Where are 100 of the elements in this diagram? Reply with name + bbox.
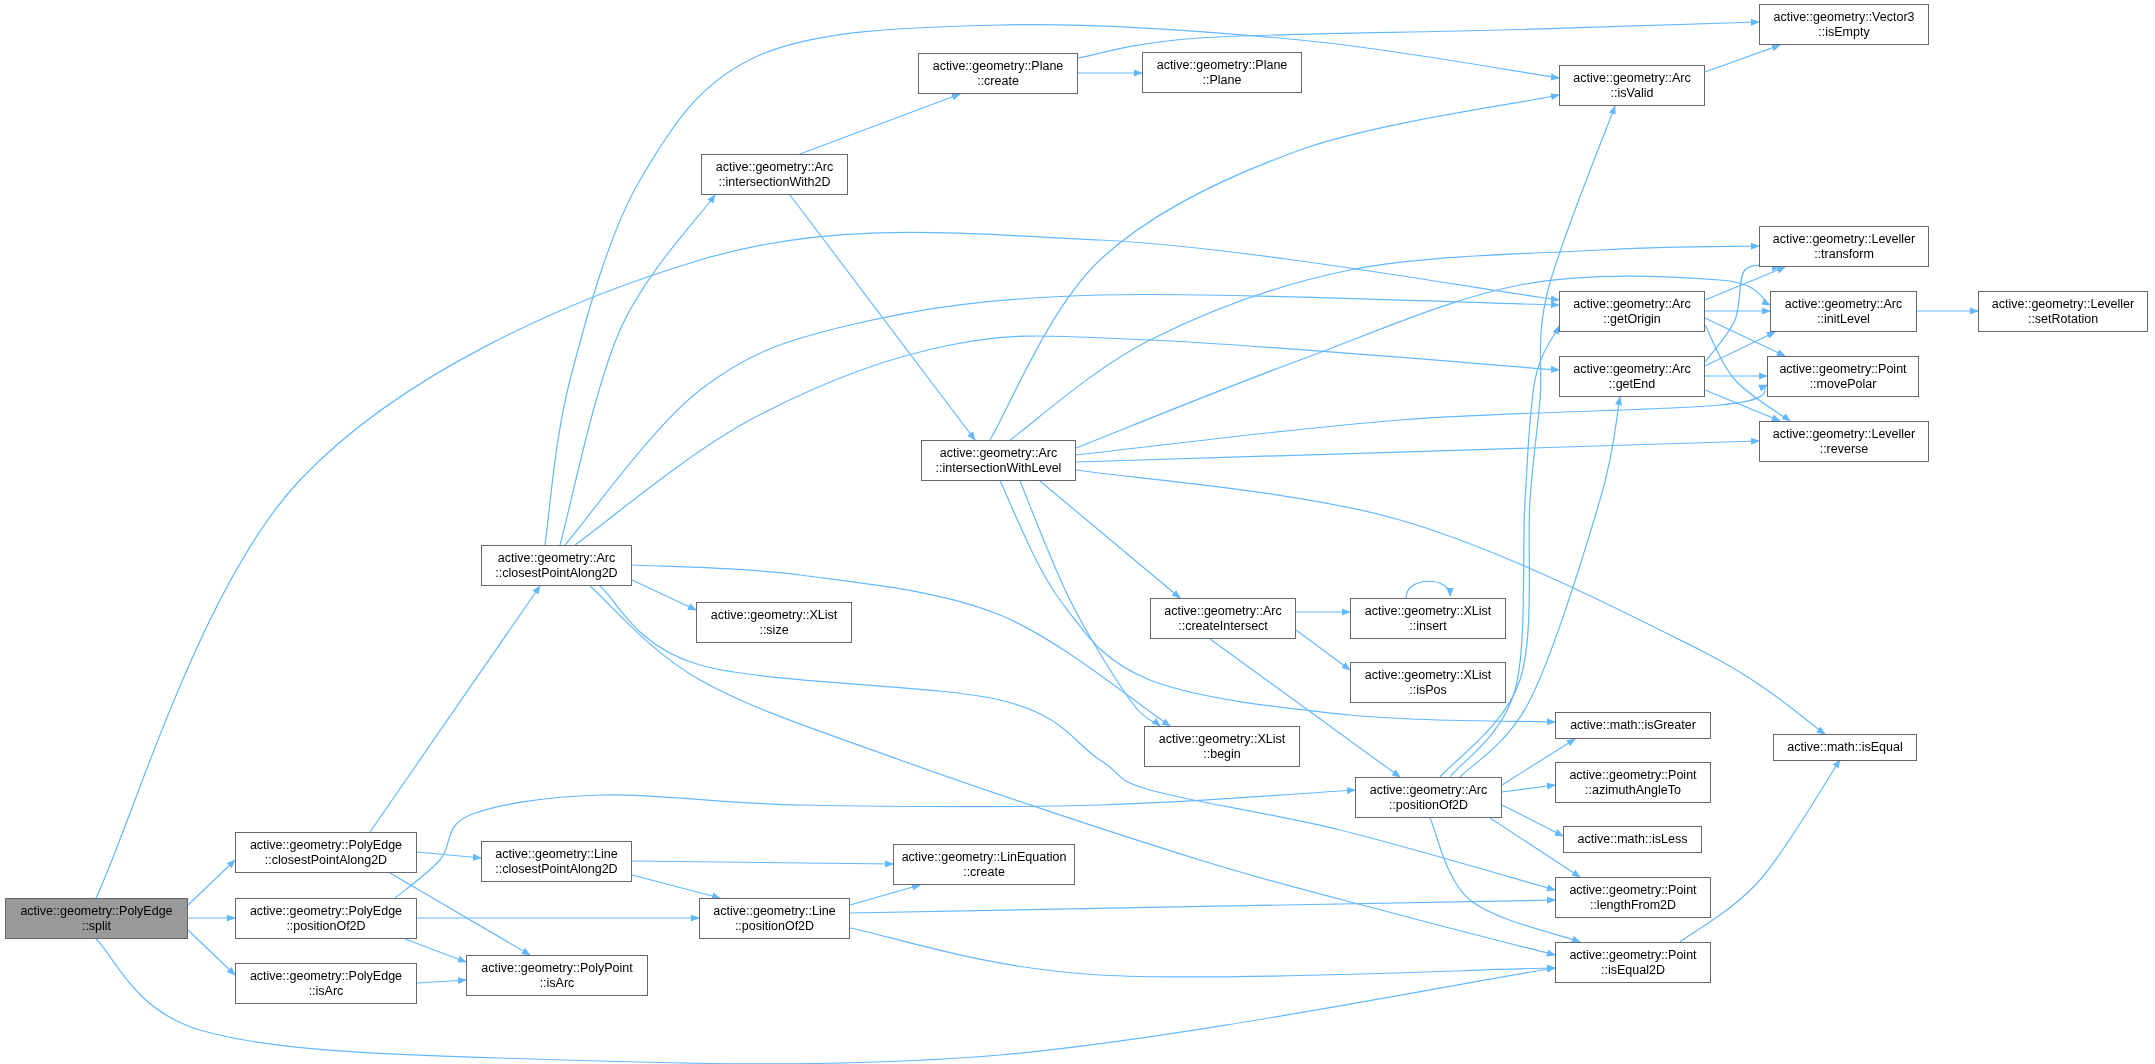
function-box — [1150, 598, 1296, 639]
arrow — [1704, 324, 1791, 422]
function-box — [1555, 762, 1711, 803]
function-box — [1759, 226, 1929, 267]
function-name: active::geometry::Point ::movePolar — [1778, 361, 1908, 392]
arrow — [631, 579, 697, 611]
arrow — [1916, 307, 1979, 315]
arrow — [1009, 242, 1760, 441]
arrow — [1449, 325, 1560, 778]
arrow — [631, 874, 721, 900]
function-name: active::geometry::Arc ::isValid — [1572, 70, 1692, 101]
function-box — [1355, 777, 1502, 818]
function-name: active::geometry::PolyEdge ::positionOf2D — [248, 903, 404, 934]
function-name: active::geometry::PolyEdge ::split — [19, 903, 174, 934]
arrow — [574, 335, 1560, 546]
arrow — [799, 93, 961, 155]
function-name: active::geometry::XList ::isPos — [1363, 667, 1493, 698]
arrow — [369, 585, 541, 833]
function-name: active::geometry::Arc ::initLevel — [1783, 296, 1904, 327]
function-box — [1559, 356, 1705, 397]
function-box — [921, 440, 1076, 481]
function-box — [918, 53, 1078, 94]
function-name: active::geometry::XList ::begin — [1157, 731, 1287, 762]
arrow — [187, 914, 236, 922]
arrow — [564, 293, 1560, 546]
arrow — [1679, 759, 1841, 943]
arrow — [1439, 105, 1616, 778]
arrow — [849, 883, 921, 906]
arrow — [1704, 372, 1768, 380]
arrow — [631, 860, 894, 868]
function-name: active::geometry::LinEquation ::create — [900, 849, 1068, 880]
arrow — [599, 585, 1556, 892]
arrow — [416, 914, 700, 922]
function-box — [699, 898, 850, 939]
arrow — [1489, 817, 1581, 878]
function-box — [1144, 726, 1300, 767]
function-name: active::geometry::Arc ::createIntersect — [1163, 603, 1283, 634]
function-name: active::geometry::Arc ::positionOf2D — [1368, 782, 1489, 813]
function-name: active::math::isGreater — [1570, 718, 1696, 733]
function-box — [1350, 598, 1506, 639]
function-name: active::geometry::Arc ::closestPointAlong2D — [494, 550, 619, 581]
arrow — [1075, 469, 1826, 735]
arrow — [1429, 817, 1581, 943]
function-box — [1770, 291, 1917, 332]
arrow — [1075, 275, 1771, 449]
arrow — [1459, 396, 1623, 778]
arrow — [1295, 629, 1351, 671]
function-box — [1142, 52, 1302, 93]
function-name: active::geometry::Arc ::getOrigin — [1572, 296, 1692, 327]
arrow — [631, 564, 1171, 727]
arrow — [1501, 782, 1556, 793]
function-box — [1555, 942, 1711, 983]
function-box — [1563, 826, 1702, 853]
function-name: active::math::isLess — [1577, 832, 1688, 847]
arrow — [1501, 804, 1564, 837]
function-name: active::geometry::Line ::positionOf2D — [712, 903, 837, 934]
function-box — [1759, 421, 1929, 462]
function-box — [1773, 734, 1917, 761]
function-box — [481, 545, 632, 586]
function-name: active::geometry::Line ::closestPointAlong2D — [494, 846, 619, 877]
arrow — [589, 585, 1556, 957]
function-box — [1559, 65, 1705, 106]
arrow — [1075, 437, 1760, 463]
function-name: active::geometry::Plane ::Plane — [1155, 57, 1289, 88]
function-name: active::geometry::Arc ::getEnd — [1572, 361, 1692, 392]
function-box — [1759, 4, 1929, 45]
arrow — [1704, 44, 1781, 73]
function-name: active::geometry::Leveller ::transform — [1771, 231, 1917, 262]
arrow — [95, 231, 1560, 899]
arrow — [1075, 384, 1768, 456]
function-box — [235, 832, 417, 873]
function-box — [466, 955, 648, 996]
arrow — [389, 872, 531, 956]
arrow — [187, 929, 236, 976]
arrow — [1209, 638, 1401, 778]
arrow — [989, 93, 1560, 441]
arrow — [1405, 580, 1453, 599]
arrow — [849, 927, 1556, 978]
arrow — [1039, 480, 1181, 599]
arrow — [1019, 480, 1161, 727]
arrow — [416, 976, 467, 985]
arrow — [187, 859, 236, 906]
arrow — [1077, 69, 1143, 77]
arrow — [1704, 317, 1786, 357]
function-box — [701, 154, 848, 195]
function-box — [5, 898, 188, 939]
function-box — [235, 963, 417, 1004]
function-box — [1350, 662, 1506, 703]
arrow — [1501, 738, 1576, 786]
function-box — [1555, 877, 1711, 918]
function-name: active::geometry::PolyEdge ::closestPointAlong2D — [248, 837, 404, 868]
function-name: active::geometry::XList ::size — [709, 607, 839, 638]
function-box — [893, 844, 1075, 885]
function-box — [1555, 712, 1711, 739]
arrow — [416, 851, 482, 861]
function-name: active::geometry::XList ::insert — [1363, 603, 1493, 634]
arrow — [1704, 389, 1781, 422]
function-box — [1978, 291, 2148, 332]
arrow — [559, 194, 716, 546]
function-name: active::geometry::PolyEdge ::isArc — [248, 968, 404, 999]
